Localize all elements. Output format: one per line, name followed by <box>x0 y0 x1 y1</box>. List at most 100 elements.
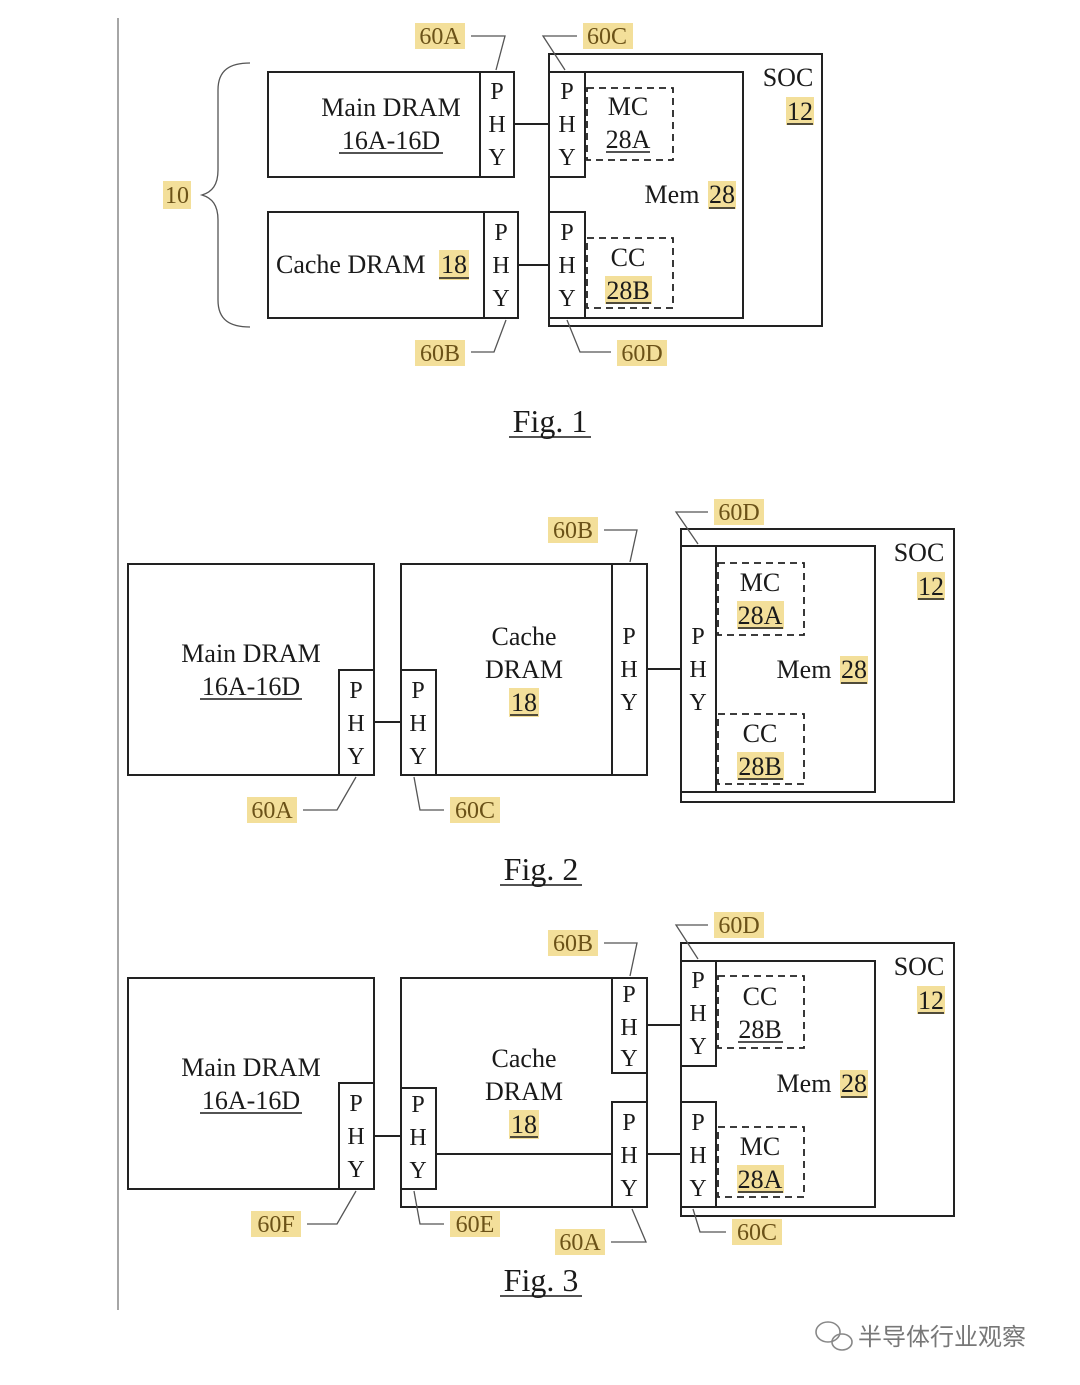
ref-60f: 60F <box>257 1212 294 1238</box>
cc-number: 28B <box>738 1015 781 1044</box>
svg-text:P: P <box>691 624 704 650</box>
mc-label: MC <box>740 1132 780 1161</box>
ref-60a: 60A <box>419 24 461 50</box>
soc-number: 12 <box>918 572 944 601</box>
soc-number: 12 <box>787 97 813 126</box>
main-dram-box <box>267 71 481 178</box>
cc-label: CC <box>743 719 778 748</box>
svg-text:H: H <box>347 1124 364 1150</box>
svg-text:H: H <box>689 657 706 683</box>
cc-number: 28B <box>738 752 781 781</box>
cc-box <box>717 713 805 785</box>
svg-text:Y: Y <box>558 145 575 171</box>
svg-text:H: H <box>347 711 364 737</box>
soc-number: 12 <box>918 986 944 1015</box>
svg-text:Y: Y <box>620 690 637 716</box>
svg-text:Y: Y <box>488 145 505 171</box>
svg-text:H: H <box>488 112 505 138</box>
wechat-icon <box>815 1321 853 1351</box>
main-dram-box <box>127 977 375 1190</box>
brace-10 <box>199 62 251 328</box>
svg-text:Y: Y <box>558 286 575 312</box>
main-dram-label: Main DRAM <box>181 639 320 668</box>
svg-text:P: P <box>560 220 573 246</box>
svg-text:H: H <box>620 657 637 683</box>
svg-text:P: P <box>691 1110 704 1136</box>
phy-60e <box>400 1087 437 1190</box>
svg-text:P: P <box>490 79 503 105</box>
svg-text:Y: Y <box>347 1157 364 1183</box>
ref-60d: 60D <box>718 500 759 526</box>
svg-text:Y: Y <box>492 286 509 312</box>
soc-label: SOC <box>894 538 945 567</box>
ref-60e: 60E <box>456 1212 495 1238</box>
figure-1: 10 Main DRAM 16A-16D P H Y Cache DRAM 18… <box>163 23 823 439</box>
svg-text:P: P <box>411 1092 424 1118</box>
fig-2-caption: Fig. 2 <box>504 851 579 887</box>
fig-1-caption: Fig. 1 <box>513 403 588 439</box>
mem-label: Mem <box>777 655 832 684</box>
mc-label: MC <box>740 568 780 597</box>
figure-2: Main DRAM 16A-16D P H Y Cache DRAM 18 P … <box>127 499 955 887</box>
cc-box <box>586 237 674 309</box>
svg-text:H: H <box>409 711 426 737</box>
svg-text:P: P <box>349 678 362 704</box>
ref-10: 10 <box>165 183 189 209</box>
mem-number: 28 <box>709 180 735 209</box>
cc-label: CC <box>611 243 646 272</box>
ref-60b: 60B <box>553 518 593 544</box>
mc-label: MC <box>608 92 648 121</box>
svg-text:P: P <box>622 624 635 650</box>
svg-text:Y: Y <box>347 744 364 770</box>
soc-label: SOC <box>894 952 945 981</box>
main-dram-number: 16A-16D <box>342 126 440 155</box>
cache-dram-label: Cache DRAM <box>276 250 425 279</box>
svg-text:P: P <box>560 79 573 105</box>
svg-text:P: P <box>622 1110 635 1136</box>
phy-60d <box>680 960 717 1067</box>
svg-text:P: P <box>411 678 424 704</box>
svg-text:H: H <box>620 1015 637 1041</box>
main-dram-number: 16A-16D <box>202 672 300 701</box>
svg-text:H: H <box>620 1143 637 1169</box>
ref-60d: 60D <box>718 913 759 939</box>
mc-box <box>586 87 674 161</box>
mc-number: 28A <box>738 1165 783 1194</box>
main-dram-box <box>127 563 375 776</box>
svg-text:Y: Y <box>689 1034 706 1060</box>
ref-60c: 60C <box>737 1220 777 1246</box>
svg-text:Y: Y <box>689 690 706 716</box>
mem-number: 28 <box>841 1069 867 1098</box>
ref-60a: 60A <box>559 1230 601 1256</box>
ref-60c: 60C <box>587 24 627 50</box>
main-dram-label: Main DRAM <box>321 93 460 122</box>
svg-text:Y: Y <box>409 1158 426 1184</box>
svg-text:H: H <box>689 1001 706 1027</box>
fig-3-caption: Fig. 3 <box>504 1262 579 1298</box>
svg-text:H: H <box>409 1125 426 1151</box>
cc-number: 28B <box>606 276 649 305</box>
main-dram-label: Main DRAM <box>181 1053 320 1082</box>
mc-number: 28A <box>738 601 783 630</box>
watermark-text: 半导体行业观察 <box>858 1323 1026 1351</box>
mem-label: Mem <box>645 180 700 209</box>
svg-text:H: H <box>492 253 509 279</box>
cache-dram-label-1: Cache <box>492 622 557 651</box>
svg-text:H: H <box>689 1143 706 1169</box>
svg-text:Y: Y <box>620 1046 637 1072</box>
svg-text:Y: Y <box>620 1176 637 1202</box>
ref-60c: 60C <box>455 798 495 824</box>
mc-number: 28A <box>606 125 651 154</box>
mc-box <box>717 1126 805 1198</box>
cc-box <box>717 975 805 1049</box>
ref-60d: 60D <box>621 341 662 367</box>
cache-dram-number: 18 <box>511 1110 537 1139</box>
mc-box <box>717 562 805 636</box>
watermark: 半导体行业观察 <box>815 1321 1026 1351</box>
cc-label: CC <box>743 982 778 1011</box>
cache-dram-label-2: DRAM <box>485 1077 563 1106</box>
cache-dram-number: 18 <box>511 688 537 717</box>
svg-text:P: P <box>494 220 507 246</box>
cache-dram-label-1: Cache <box>492 1044 557 1073</box>
